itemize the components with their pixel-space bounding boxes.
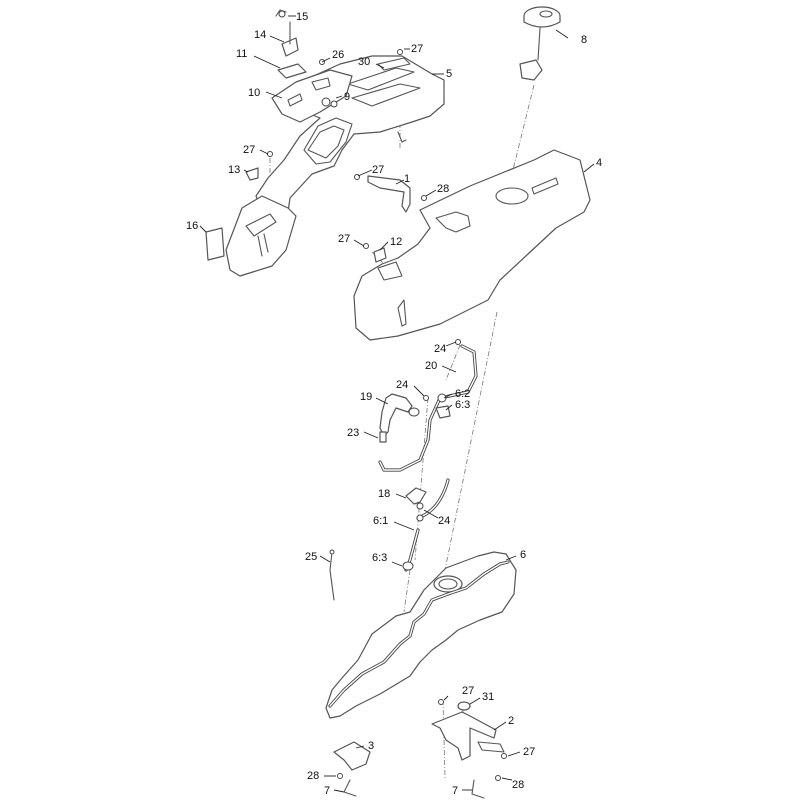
callout-6: 6 (520, 549, 526, 561)
callout-30: 30 (358, 56, 370, 68)
callout-28-left: 28 (307, 770, 319, 782)
clip-part-7 (471, 779, 485, 799)
callout-8: 8 (581, 34, 587, 46)
callout-23: 23 (347, 427, 359, 439)
fitting-part-23 (379, 431, 387, 443)
decal-part-11 (277, 63, 307, 79)
callout-27-mid: 27 (372, 164, 384, 176)
cover-part-4 (353, 149, 591, 341)
callout-24-top: 24 (434, 343, 446, 355)
callout-26: 26 (332, 49, 344, 61)
callout-27-cover: 27 (338, 233, 350, 245)
callout-12: 12 (390, 236, 402, 248)
callout-6-3-upper: 6:3 (455, 399, 470, 411)
bracket-part-2 (431, 699, 507, 781)
hose-part-18 (405, 478, 450, 522)
callout-6-2: 6:2 (455, 388, 470, 400)
callout-19: 19 (360, 391, 372, 403)
callout-3: 3 (368, 740, 374, 752)
console-panel-part-10 (271, 69, 353, 123)
grommet-part-6-3 (402, 407, 420, 571)
callout-7-left: 7 (324, 785, 330, 797)
callout-20: 20 (425, 360, 437, 372)
clip-part-13 (245, 167, 259, 181)
callout-27-left: 27 (243, 144, 255, 156)
knob-part-14 (275, 9, 299, 57)
callout-15: 15 (296, 11, 308, 23)
callout-28-right: 28 (512, 779, 524, 791)
callout-4: 4 (596, 157, 602, 169)
hose-part-20 (378, 344, 478, 472)
callout-2: 2 (508, 715, 514, 727)
callout-6-1: 6:1 (373, 515, 388, 527)
bracket-part-3 (333, 741, 371, 797)
fuel-tank-part-6 (325, 551, 517, 719)
decal-part-16 (205, 227, 225, 261)
callout-27-top: 27 (411, 43, 423, 55)
callout-24-mid: 24 (396, 379, 408, 391)
decal-part-30 (377, 57, 411, 71)
bracket-part-1 (354, 174, 427, 213)
callout-16: 16 (186, 220, 198, 232)
callouts: 15 14 11 26 27 30 5 10 9 8 27 13 4 27 1 … (186, 11, 602, 797)
cap-part-12 (363, 243, 387, 263)
callout-31: 31 (482, 691, 494, 703)
bolt-part-9 (330, 100, 338, 108)
callout-9: 9 (344, 91, 350, 103)
callout-11: 11 (236, 48, 247, 60)
callout-5: 5 (446, 68, 452, 80)
callout-7-right: 7 (452, 785, 458, 797)
callout-25: 25 (305, 551, 317, 563)
callout-10: 10 (248, 87, 260, 99)
callout-27-bracket: 27 (462, 685, 474, 697)
callout-1: 1 (404, 173, 410, 185)
hose-part-19 (379, 393, 413, 437)
callout-6-3-lower: 6:3 (372, 552, 387, 564)
callout-18: 18 (378, 488, 390, 500)
callout-27-right: 27 (523, 746, 535, 758)
lower-panel (225, 195, 297, 277)
callout-13: 13 (228, 164, 240, 176)
callout-14: 14 (254, 29, 266, 41)
fuel-cap-part-8 (519, 6, 561, 81)
callout-28-top: 28 (437, 183, 449, 195)
callout-24-low: 24 (438, 515, 450, 527)
rod-part-25 (329, 549, 335, 601)
